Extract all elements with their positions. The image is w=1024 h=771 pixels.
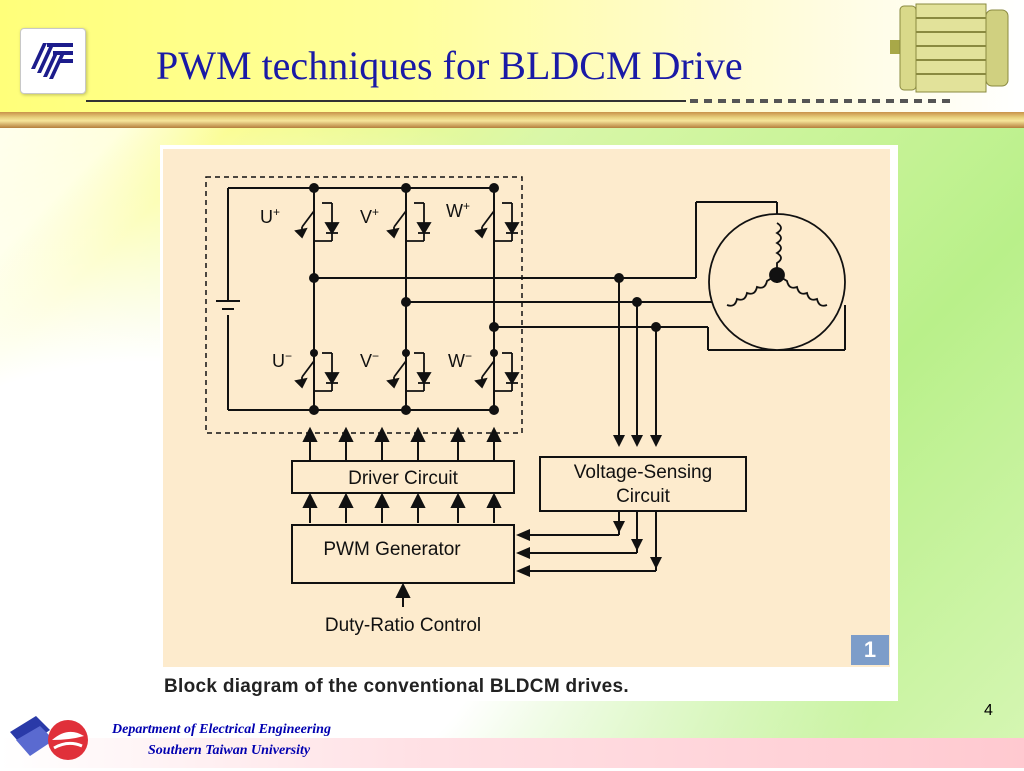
switch-lower-v-icon — [386, 352, 432, 392]
switch-label-w-plus: W — [446, 201, 463, 221]
feedback-arrows — [516, 521, 662, 577]
voltage-sensing-label-line1: Voltage-Sensing — [574, 462, 712, 483]
header-background — [0, 0, 1024, 112]
department-logo — [6, 712, 96, 766]
junction-dots — [309, 183, 661, 415]
pwm-generator-label: PWM Generator — [323, 539, 461, 560]
footer-university: Southern Taiwan University — [148, 743, 311, 758]
switch-upper-v-icon — [386, 202, 432, 242]
title-underline — [86, 100, 686, 102]
figure-caption: Block diagram of the conventional BLDCM … — [164, 676, 629, 697]
switch-upper-u-icon — [294, 202, 340, 242]
svg-text:U−: U− — [272, 349, 292, 371]
switch-label-u-minus: U — [272, 351, 285, 371]
duty-ratio-arrow — [395, 582, 411, 607]
switch-label-u-plus: U — [260, 207, 273, 227]
svg-text:V−: V− — [360, 349, 379, 371]
voltage-sensing-label-line2: Circuit — [616, 486, 671, 507]
figure-number-badge: 1 — [851, 635, 889, 665]
plus-sign-u: + — [273, 205, 280, 219]
switch-lower-u-icon — [294, 352, 340, 392]
svg-text:U+: U+ — [260, 205, 280, 227]
header-decorative-band — [0, 112, 1024, 128]
duty-ratio-label: Duty-Ratio Control — [325, 615, 481, 636]
svg-text:V+: V+ — [360, 205, 379, 227]
figure-frame: U+ V+ W+ U− V− W− — [160, 145, 898, 701]
svg-text:W+: W+ — [446, 199, 470, 221]
footer-band — [0, 738, 1024, 768]
pwm-to-driver-arrows — [302, 492, 502, 523]
minus-sign-u: − — [285, 349, 292, 363]
page-number: 4 — [984, 702, 993, 719]
plus-sign-v: + — [372, 205, 379, 219]
gate-signal-arrows — [302, 426, 502, 461]
plus-sign-w: + — [463, 199, 470, 213]
university-logo — [20, 28, 86, 94]
dc-source-icon — [216, 300, 240, 310]
footer-department: Department of Electrical Engineering — [112, 722, 331, 737]
driver-circuit-label: Driver Circuit — [348, 468, 459, 489]
slide-title: PWM techniques for BLDCM Drive — [156, 43, 743, 88]
svg-text:W−: W− — [448, 349, 472, 371]
switch-upper-w-icon — [474, 202, 520, 242]
minus-sign-v: − — [372, 349, 379, 363]
voltage-sensing-block — [539, 456, 747, 512]
switch-label-v-minus: V — [360, 351, 372, 371]
title-dashed-rule — [690, 99, 950, 103]
inverter-boundary — [205, 176, 523, 434]
driver-circuit-block — [291, 460, 515, 494]
switch-label-v-plus: V — [360, 207, 372, 227]
motor-winding-icon — [708, 213, 846, 351]
minus-sign-w: − — [465, 349, 472, 363]
bldcm-block-diagram: U+ V+ W+ U− V− W− — [163, 149, 890, 667]
motor-icon — [888, 0, 1018, 94]
switch-label-w-minus: W — [448, 351, 465, 371]
pwm-generator-block — [291, 524, 515, 584]
